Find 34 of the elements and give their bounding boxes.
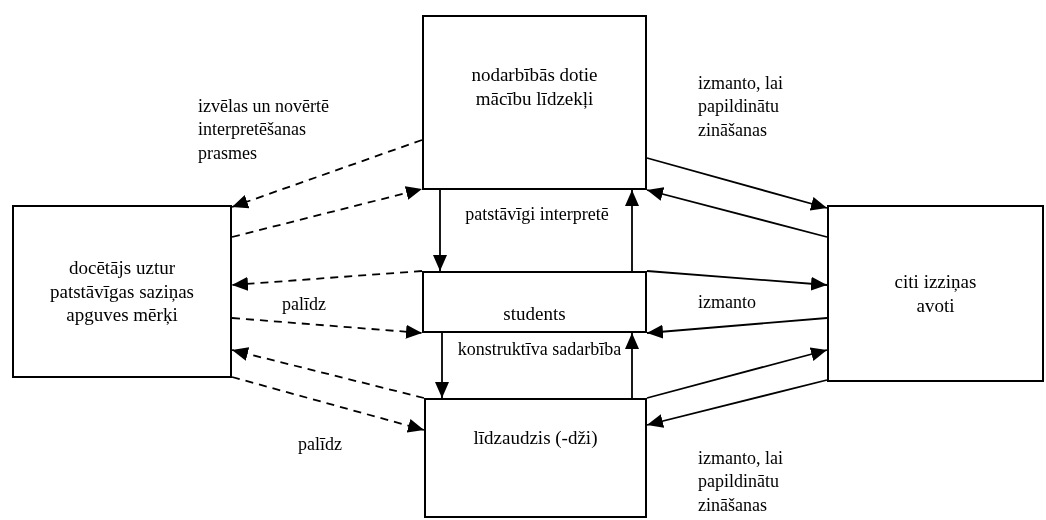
arrow: [646, 187, 828, 238]
arrow: [646, 270, 828, 291]
edge-label: palīdz: [282, 293, 327, 316]
arrow: [625, 189, 639, 272]
edge-label: izmanto: [698, 291, 757, 314]
edge-label: patstāvīgi interpretē: [464, 203, 610, 226]
arrow: [231, 270, 423, 291]
process-box: [827, 205, 1044, 382]
box-text: nodarbībās dotie mācību līdzekļi: [470, 62, 599, 111]
arrow: [646, 379, 828, 428]
edge-label: izmanto, lai papildinātu zināšanas: [698, 447, 784, 517]
arrow: [435, 332, 449, 399]
arrow: [231, 347, 425, 399]
arrow: [231, 186, 423, 238]
arrow: [231, 376, 425, 433]
edge-label: izvēlas un novērtē interpretēšanas prasmes: [198, 95, 330, 165]
arrow: [231, 139, 423, 209]
box-text: students: [503, 302, 566, 326]
box-text: docētājs uztur patstāvīgas saziņas apguves mērķi: [48, 255, 195, 328]
box-text: citi izziņas avoti: [893, 269, 978, 318]
edge-label: palīdz: [298, 433, 343, 456]
arrow: [646, 347, 828, 399]
arrow: [646, 317, 828, 339]
arrow: [433, 189, 447, 272]
arrow: [625, 332, 639, 399]
process-box: [12, 205, 232, 378]
arrow: [646, 157, 828, 211]
process-box: [422, 15, 647, 190]
arrow: [231, 317, 423, 339]
edge-label: konstruktīva sadarbība: [456, 338, 623, 361]
edge-label: izmanto, lai papildinātu zināšanas: [698, 72, 784, 142]
process-box: [424, 398, 647, 518]
box-text: līdzaudzis (-dži): [473, 426, 598, 450]
process-box: [422, 271, 647, 333]
